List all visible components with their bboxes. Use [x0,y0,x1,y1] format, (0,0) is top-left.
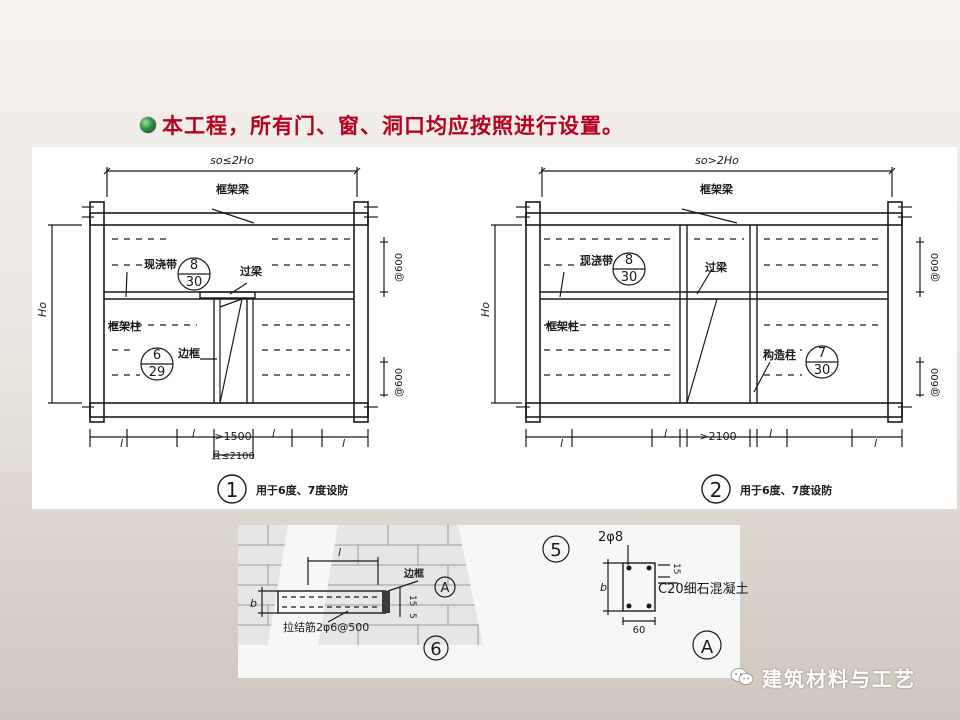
fig1-dim-opening: >1500 [214,430,251,443]
fig1-dim-l-mid2: l [272,427,275,440]
fig2-frame-beam-label: 框架梁 [700,182,734,196]
fig1-caption: 用于6度、7度设防 [256,483,348,497]
bottom-drawing-panel: l 边框 A b 15 5 拉结筋2φ6@500 6 5 2φ8 C20细石混凝… [238,525,749,678]
fig2-dim-top: so>2Ho [695,154,739,167]
fig6-ref-a: A [441,581,450,596]
fig1-lintel-label: 过梁 [240,264,263,278]
fig1-dim-l-right: l [342,437,345,450]
fig6-tie-bar-label: 拉结筋2φ6@500 [283,620,369,634]
headline-text: 本工程，所有门、窗、洞口均应按照进行设置。 [162,113,624,138]
fig1-frame-beam-label: 框架梁 [216,182,250,196]
fig1-ref-band-top: 8 [190,258,198,273]
fig1-ref-band-bottom: 30 [186,275,203,290]
fig2-ref-col-bottom: 30 [814,363,831,378]
fig1-dim-l-left: l [120,437,123,450]
green-bullet-icon [140,117,156,133]
fig1-cast-band-label: 现浇带 [144,257,177,271]
fig1-ho-label: Ho [36,302,49,317]
fig1-dim-top: so≤2Ho [210,154,254,167]
fig5-bars-label: 2φ8 [598,530,623,545]
fig1-edge-frame-label: 边框 [177,346,200,360]
fig6-dim-15: 15 [407,595,417,606]
fig2-lintel-label: 过梁 [705,260,728,274]
fig1-dim-l-mid1: l [192,427,195,440]
watermark-text: 建筑材料与工艺 [762,666,916,691]
fig5-dim-60: 60 [633,625,646,636]
fig1-frame-column-label: 框架柱 [108,319,141,333]
fig5-dim-b: b [600,581,607,594]
fig1-number: 1 [226,478,239,502]
figures-5-6-svg: l 边框 A b 15 5 拉结筋2φ6@500 6 5 2φ8 C20细石混凝… [238,525,749,661]
wechat-icon [730,667,754,687]
fig1-spacing-bottom: @600 [394,368,405,397]
watermark: 建筑材料与工艺 [730,662,916,692]
fig6-dim-l: l [338,546,341,559]
headline: 本工程，所有门、窗、洞口均应按照进行设置。 [140,110,624,140]
fig2-dim-opening: >2100 [699,430,736,443]
fig2-constructional-column-label: 构造柱 [763,348,796,362]
figures-1-2-svg: so≤2Ho 框架梁 现浇带 过梁 框架柱 边框 Ho @600 @600 8 … [36,154,941,504]
fig2-ref-band-bottom: 30 [621,270,638,285]
fig2-frame-column-label: 框架柱 [546,319,579,333]
fig2-number: 2 [710,478,723,502]
top-drawing-panel: so≤2Ho 框架梁 现浇带 过梁 框架柱 边框 Ho @600 @600 8 … [32,147,957,509]
fig2-spacing-bottom: @600 [930,368,941,397]
fig2-ref-band-top: 8 [625,253,633,268]
fig2-cast-band-label: 现浇带 [580,253,613,267]
fig2-ho-label: Ho [479,302,492,317]
fig6-edge-frame-label: 边框 [403,567,424,580]
fig2-dim-l-right: l [874,437,877,450]
fig2-dim-l-mid2: l [769,427,772,440]
fig1-ref-edge-bottom: 29 [149,365,166,380]
fig5-concrete-label: C20细石混凝土 [658,581,749,597]
fig1-ref-edge-top: 6 [153,348,161,363]
fig2-dim-l-left: l [560,437,563,450]
fig1-spacing-top: @600 [394,253,405,282]
fig6-dim-5: 5 [407,613,417,619]
fig2-caption: 用于6度、7度设防 [740,483,832,497]
fig2-dim-l-mid1: l [664,427,667,440]
fig6-number: 6 [430,639,441,660]
fig2-spacing-top: @600 [930,253,941,282]
fig5-number: 5 [550,540,561,561]
fig5-label-a: A [701,637,714,658]
fig2-ref-col-top: 7 [818,346,826,361]
fig6-dim-b: b [250,597,257,610]
fig1-dim-opening-max: 且≤2100 [211,450,255,462]
fig5-dim-15: 15 [671,563,681,574]
